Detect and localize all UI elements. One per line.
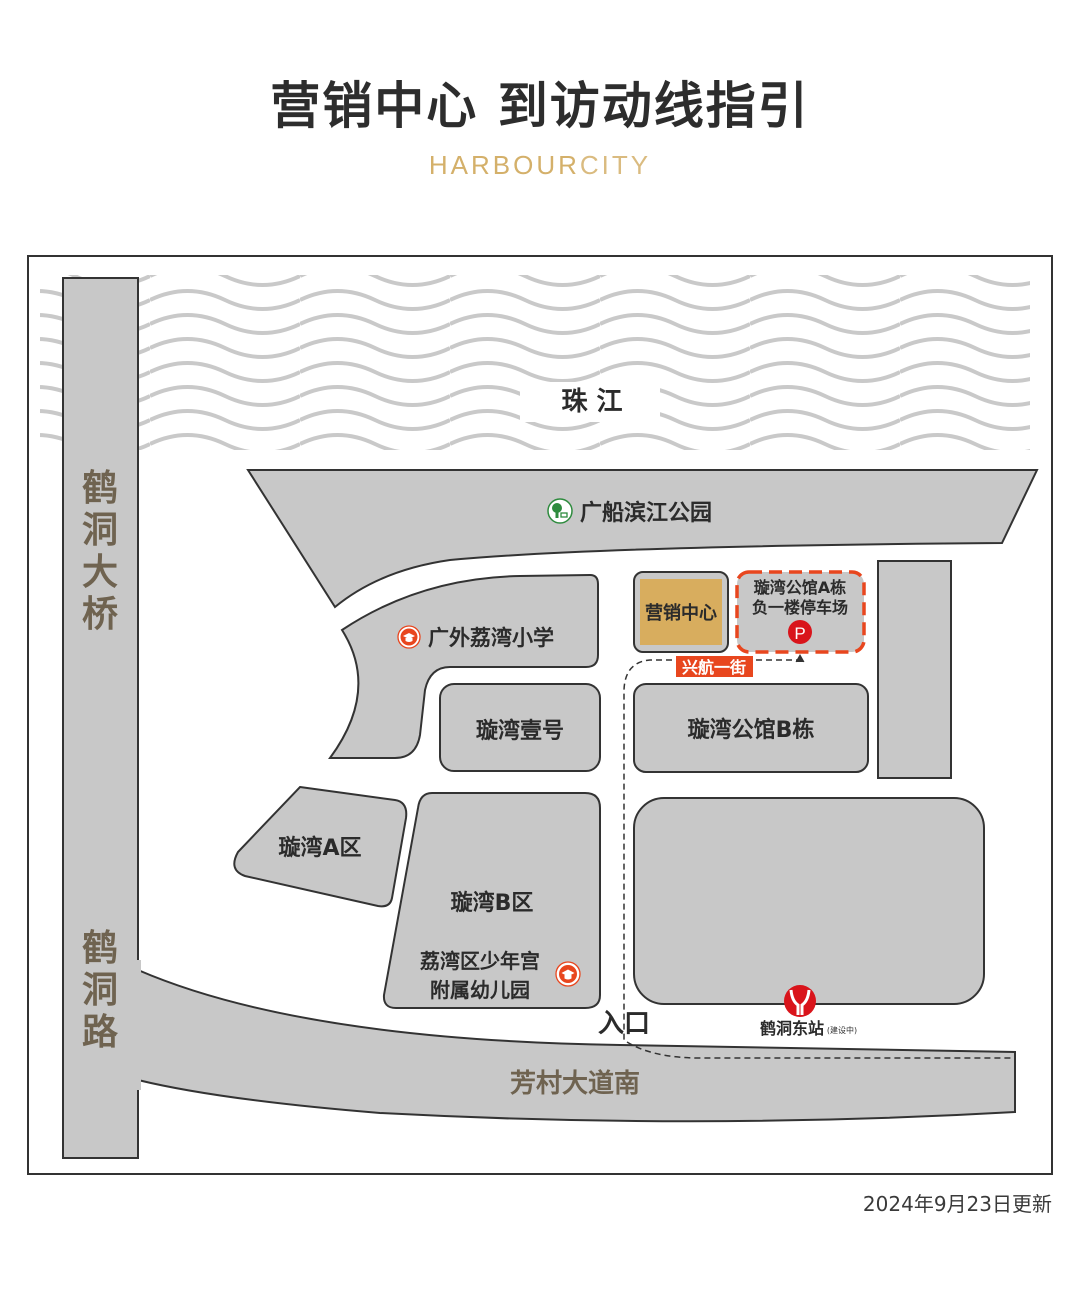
xinghang-street-tag [676, 656, 753, 677]
parking-label-2: 负一楼停车场 [752, 598, 848, 617]
bridge-label: 鹤洞大桥 [82, 468, 118, 635]
brand-bold: HARBOUR [428, 150, 580, 180]
parking-icon: P [788, 620, 812, 644]
school-icon [397, 625, 421, 649]
hedong-road [62, 277, 139, 1159]
kindergarten-label-2: 附属幼儿园 [430, 978, 530, 1002]
sales-center-label: 营销中心 [645, 602, 717, 624]
visitor-route [623, 658, 1012, 1059]
park-block [246, 469, 1039, 609]
park-icon [547, 498, 573, 524]
parking-label-1: 璇湾公馆A栋 [754, 578, 846, 597]
xuanwan-one-block [439, 683, 601, 772]
hedong-road-label: 鹤洞路 [82, 928, 119, 1053]
school-label: 广外荔湾小学 [428, 626, 554, 650]
xinghang-street-label: 兴航一街 [682, 658, 746, 677]
brand-light: CITY [579, 150, 652, 180]
xuanwan-a-block [233, 785, 408, 908]
metro-note-label: (建设中) [827, 1025, 857, 1035]
east-block [877, 560, 952, 779]
entrance-label: 入口 [598, 1009, 650, 1039]
building-b-label: 璇湾公馆B栋 [688, 717, 815, 743]
southeast-block [633, 797, 985, 1005]
fangcun-road [137, 968, 1016, 1123]
kindergarten-icon [555, 961, 581, 987]
building-b-block [633, 683, 869, 773]
xuanwan-b-block [382, 792, 601, 1009]
school-block [328, 573, 599, 759]
kindergarten-label-1: 荔湾区少年宫 [420, 949, 540, 973]
metro-station-label: 鹤洞东站 [760, 1019, 824, 1038]
update-date: 2024年9月23日更新 [862, 1192, 1052, 1216]
brand-logo: HARBOURCITY [0, 150, 1080, 181]
xuanwan-b-label: 璇湾B区 [451, 890, 534, 916]
park-label: 广船滨江公园 [580, 500, 712, 526]
route-arrow-icon [795, 653, 805, 663]
svg-text:P: P [794, 624, 805, 643]
parking-block [735, 570, 866, 654]
river-label: 珠 江 [561, 387, 622, 417]
river-waves [40, 275, 1030, 450]
xuanwan-one-label: 璇湾壹号 [476, 718, 564, 744]
xuanwan-a-label: 璇湾A区 [278, 835, 361, 861]
metro-icon [784, 985, 816, 1017]
fangcun-road-label: 芳村大道南 [510, 1068, 640, 1099]
page-title: 营销中心 到访动线指引 [270, 77, 810, 135]
